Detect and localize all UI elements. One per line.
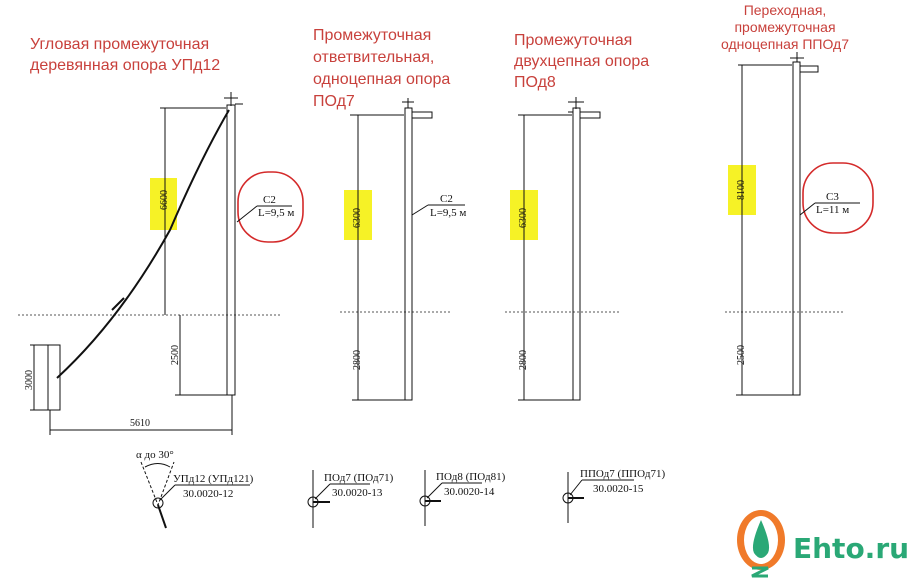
label-text: Ehto.ru xyxy=(793,532,907,565)
label-text: C2 xyxy=(440,193,453,205)
pole1: 6600 2500 3000 5610 C2 L=9,5 м xyxy=(24,92,304,435)
title-pole3: Промежуточная двухцепная опора ПОд8 xyxy=(514,32,649,91)
drawing-line xyxy=(426,482,443,499)
highlight xyxy=(150,178,177,230)
label-text: 2500 xyxy=(170,345,181,365)
drawing-line xyxy=(236,205,258,223)
drawing-line xyxy=(402,98,433,119)
label-text: ПОд7 (ПОд71) xyxy=(324,472,394,484)
label-text: ПОд8 (ПОд81) xyxy=(436,471,506,483)
label-text: Угловая промежуточная xyxy=(30,36,209,53)
label-text: Промежуточная xyxy=(313,27,431,44)
title-pole4: Переходная, промежуточная одноцепная ППО… xyxy=(721,2,849,52)
drawing-line xyxy=(411,204,429,216)
plan-p4: ППОд7 (ППОд71) 30.0020-15 xyxy=(562,468,665,523)
drawing-line xyxy=(314,483,331,500)
label-text: 5610 xyxy=(130,418,150,429)
label-text: 6300 xyxy=(518,208,529,228)
drawing-line xyxy=(568,97,601,119)
drawing-line xyxy=(751,566,769,578)
drawing-line xyxy=(569,479,583,496)
label-text: C2 xyxy=(263,194,276,206)
pole3: 6300 2800 xyxy=(510,97,601,401)
drawing-line xyxy=(792,61,801,396)
label-text: L=9,5 м xyxy=(430,207,466,219)
label-text: 30.0020-13 xyxy=(332,487,383,499)
label-text: УПд12 (УПд121) xyxy=(173,473,254,485)
title-pole2: Промежуточная ответвительная, одноцепная… xyxy=(313,27,450,110)
anchor-block xyxy=(47,344,61,411)
callout-circle xyxy=(237,171,304,243)
label-text: 6300 xyxy=(352,208,363,228)
label-text: Переходная, xyxy=(744,2,827,18)
label-text: ПОд7 xyxy=(313,93,355,110)
label-text: L=11 м xyxy=(816,204,849,216)
label-text: одноцепная опора xyxy=(313,71,450,88)
label-text: деревянная опора УПд12 xyxy=(30,57,220,74)
drawing-line xyxy=(572,107,581,401)
label-text: α до 30° xyxy=(136,449,174,461)
label-text: 8100 xyxy=(736,180,747,200)
pole4: 8100 2500 C3 L=11 м xyxy=(728,52,874,396)
pole2: 6300 2800 C2 L=9,5 м xyxy=(344,98,466,401)
drawing-line xyxy=(790,52,819,73)
label-text: 2800 xyxy=(352,350,363,370)
plan-p2: ПОд7 (ПОд71) 30.0020-13 xyxy=(307,470,394,528)
label-text: 2500 xyxy=(736,345,747,365)
label-text: одноцепная ППОд7 xyxy=(721,36,849,52)
drawing-line xyxy=(140,461,175,507)
drawing-line xyxy=(799,202,816,216)
title-pole1: Угловая промежуточная деревянная опора У… xyxy=(30,36,220,74)
drawing-line xyxy=(144,463,171,468)
drawing-line xyxy=(404,107,413,401)
label-text: Промежуточная xyxy=(514,32,632,49)
drawing-line xyxy=(752,520,770,558)
drawing-line xyxy=(159,484,176,501)
label-text: 6600 xyxy=(159,190,170,210)
label-text: промежуточная xyxy=(734,19,835,35)
drawing-line xyxy=(157,504,167,529)
label-text: 30.0020-12 xyxy=(183,488,233,500)
drawing-line xyxy=(111,297,125,311)
label-text: двухцепная опора xyxy=(514,53,649,70)
label-text: 30.0020-14 xyxy=(444,486,495,498)
drawing-line xyxy=(152,497,164,509)
label-text: 30.0020-15 xyxy=(593,483,644,495)
label-text: L=9,5 м xyxy=(258,207,294,219)
label-text: 2800 xyxy=(518,350,529,370)
label-text: C3 xyxy=(826,191,839,203)
drawing-line xyxy=(226,104,236,396)
label-text: ППОд7 (ППОд71) xyxy=(580,468,665,480)
label-text: ПОд8 xyxy=(514,74,556,91)
callout-circle xyxy=(802,162,874,234)
drawing-line xyxy=(224,92,243,106)
label-text: ответвительная, xyxy=(313,49,434,66)
drawing-line xyxy=(56,109,230,379)
plan-p1: α до 30° УПд12 (УПд121) 30.0020-12 xyxy=(136,449,254,529)
plan-p3: ПОд8 (ПОд81) 30.0020-14 xyxy=(419,470,506,526)
ehto-logo: Ehto.ru xyxy=(737,510,907,578)
label-text: 3000 xyxy=(24,370,35,390)
